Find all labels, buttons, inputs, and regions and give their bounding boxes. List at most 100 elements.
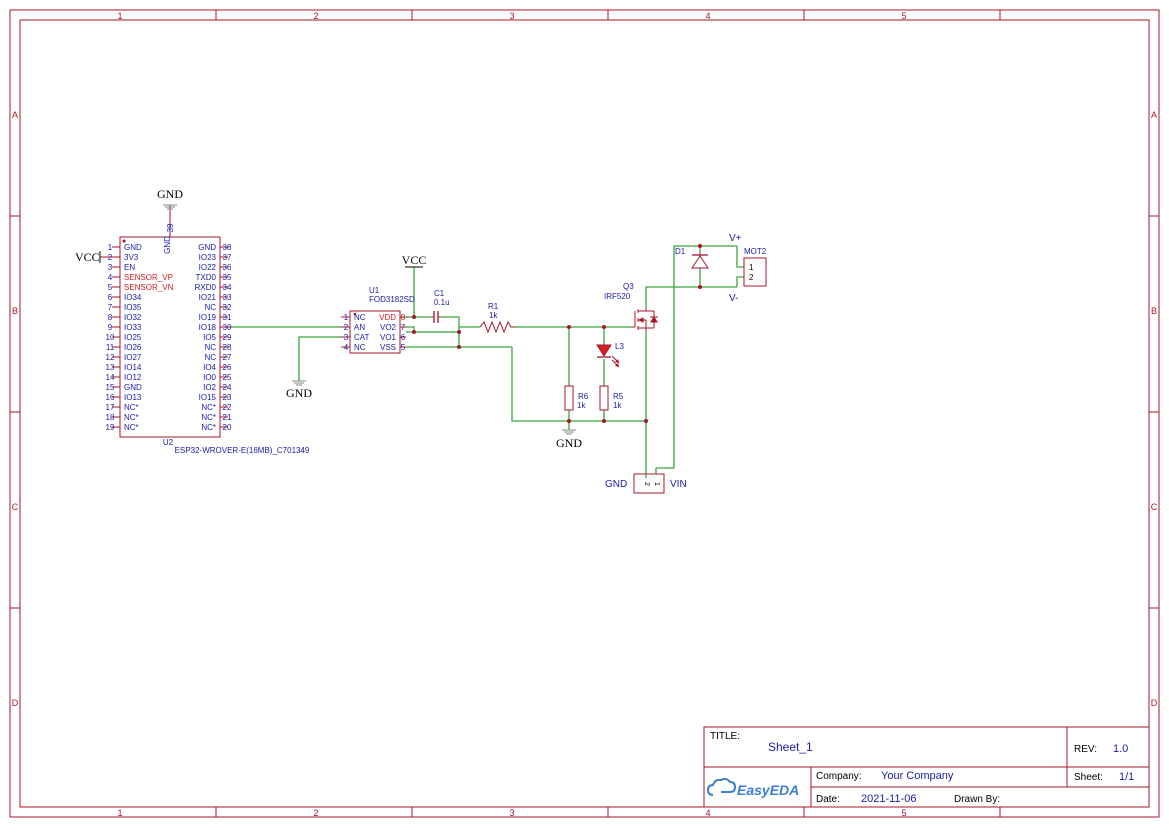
u1-pin-number: 3 <box>344 333 349 342</box>
gnd-symbol-u2: GND <box>157 187 183 210</box>
mot2-pin1: 1 <box>749 263 754 272</box>
power-connector: 2 1 GND VIN <box>605 468 687 494</box>
rev-label: REV: <box>1074 744 1097 755</box>
mot2-vplus: V+ <box>729 233 742 244</box>
r1-value: 1k <box>489 311 498 320</box>
date-value: 2021-11-06 <box>861 793 916 805</box>
u1-ref: U1 <box>369 286 380 295</box>
u2-pin-number: 36 <box>223 263 232 272</box>
u2-pin-number: 20 <box>223 423 232 432</box>
gnd-label-mid: GND <box>556 436 582 450</box>
sheet-label: Sheet: <box>1074 772 1103 783</box>
frame-ticks <box>10 10 1159 817</box>
u2-pin-name: IO34 <box>124 293 142 302</box>
u1-pin-name: VSS <box>380 343 396 352</box>
mot2-ref: MOT2 <box>744 247 767 256</box>
col-label-bottom: 4 <box>705 808 710 818</box>
u2-pin-name: IO22 <box>199 263 217 272</box>
col-label-bottom: 5 <box>901 808 906 818</box>
u2-pin-number: 19 <box>106 423 115 432</box>
u2-pin-name: IO35 <box>124 303 142 312</box>
u2-pin-name: IO2 <box>203 383 216 392</box>
vcc-symbol-u1: VCC <box>402 253 427 268</box>
u2-pin-name: IO18 <box>199 323 217 332</box>
u2-pin-name: NC* <box>124 403 139 412</box>
row-label-right: C <box>1151 502 1158 512</box>
u1-pin-number: 6 <box>401 333 406 342</box>
col-label-top: 4 <box>705 11 710 21</box>
u2-pin-name: IO21 <box>199 293 217 302</box>
l3-ref: L3 <box>615 342 624 351</box>
easyeda-logo-text: EasyEDA <box>737 782 799 798</box>
title-label: TITLE: <box>710 731 740 742</box>
gnd-symbol-u1: GND <box>286 380 312 400</box>
u2-pin-name: IO23 <box>199 253 217 262</box>
u1-pin-name: VDD <box>379 313 396 322</box>
wires <box>231 245 747 479</box>
u2-pin-number: 11 <box>106 343 115 352</box>
u2-pin-name: NC <box>204 303 216 312</box>
u2-pin-number: 4 <box>108 273 113 282</box>
u2-pin-number: 7 <box>108 303 113 312</box>
gnd-symbol-mid: GND <box>556 429 582 450</box>
u2-pin-39-name: GND <box>163 236 172 254</box>
r1-ref: R1 <box>488 302 499 311</box>
u2-pin-name: NC* <box>124 413 139 422</box>
sheet-frame <box>9 9 1160 818</box>
u2-pin-number: 38 <box>223 243 232 252</box>
company-label: Company: <box>816 771 862 782</box>
u2-pin-number: 1 <box>108 243 113 252</box>
u1-pin-name: NC <box>354 313 366 322</box>
u2-pin-number: 17 <box>106 403 115 412</box>
u2-pin-number: 10 <box>106 333 115 342</box>
u1-pin-number: 7 <box>401 323 406 332</box>
rev-value: 1.0 <box>1113 743 1128 755</box>
power-conn-gnd: GND <box>605 479 627 490</box>
row-label-left: B <box>12 306 18 316</box>
u2-pin-name: 3V3 <box>124 253 139 262</box>
u1-pin-name: VO2 <box>380 323 397 332</box>
u2-pin-number: 15 <box>106 383 115 392</box>
title-block <box>703 726 1150 808</box>
u2-pin-name: NC <box>204 353 216 362</box>
u2-pin-name: SENSOR_VP <box>124 273 173 282</box>
u2-pin-number: 12 <box>106 353 115 362</box>
u2-pin-name: GND <box>198 243 216 252</box>
row-label-right: A <box>1151 110 1157 120</box>
u2-pin-number: 2 <box>108 253 113 262</box>
u2-pin-number: 16 <box>106 393 115 402</box>
u1-pin-number: 8 <box>401 313 406 322</box>
r6-value: 1k <box>577 401 586 410</box>
u2-ref: U2 <box>163 438 174 447</box>
u2-pin-number: 31 <box>223 313 232 322</box>
r5-resistor: R5 1k <box>599 385 624 411</box>
u1-pin-name: VO1 <box>380 333 397 342</box>
u2-pin-name: EN <box>124 263 135 272</box>
u2-pin-39-number: 39 <box>166 223 175 232</box>
u1-pin-number: 5 <box>401 343 406 352</box>
u2-pin-name: NC* <box>124 423 139 432</box>
mot2-vminus: V- <box>729 293 738 304</box>
drawn-label: Drawn By: <box>954 794 1000 805</box>
vcc-label-u2: VCC <box>75 250 100 264</box>
u2-pin-name: SENSOR_VN <box>124 283 174 292</box>
date-label: Date: <box>816 794 840 805</box>
u2-pin-number: 33 <box>223 293 232 302</box>
u2-pin-name: GND <box>124 383 142 392</box>
d1-ref: D1 <box>675 247 686 256</box>
vcc-label-u1: VCC <box>402 253 427 267</box>
col-label-top: 5 <box>901 11 906 21</box>
u2-pin-name: IO19 <box>199 313 217 322</box>
u2-pin-name: IO5 <box>203 333 216 342</box>
u2-pin-name: IO4 <box>203 363 216 372</box>
u1-pin-number: 1 <box>344 313 349 322</box>
frame-labels: 1 2 3 4 5 1 2 3 4 5 A B C D A B C D <box>12 11 1158 818</box>
sheet-value: 1/1 <box>1119 771 1134 783</box>
mot2-connector: 1 2 MOT2 V+ V- <box>729 233 767 304</box>
u2-pin-number: 9 <box>108 323 113 332</box>
u1-pin-name: AN <box>354 323 365 332</box>
u2-pin-name: GND <box>124 243 142 252</box>
u2-part: ESP32-WROVER-E(16MB)_C701349 <box>175 446 310 455</box>
